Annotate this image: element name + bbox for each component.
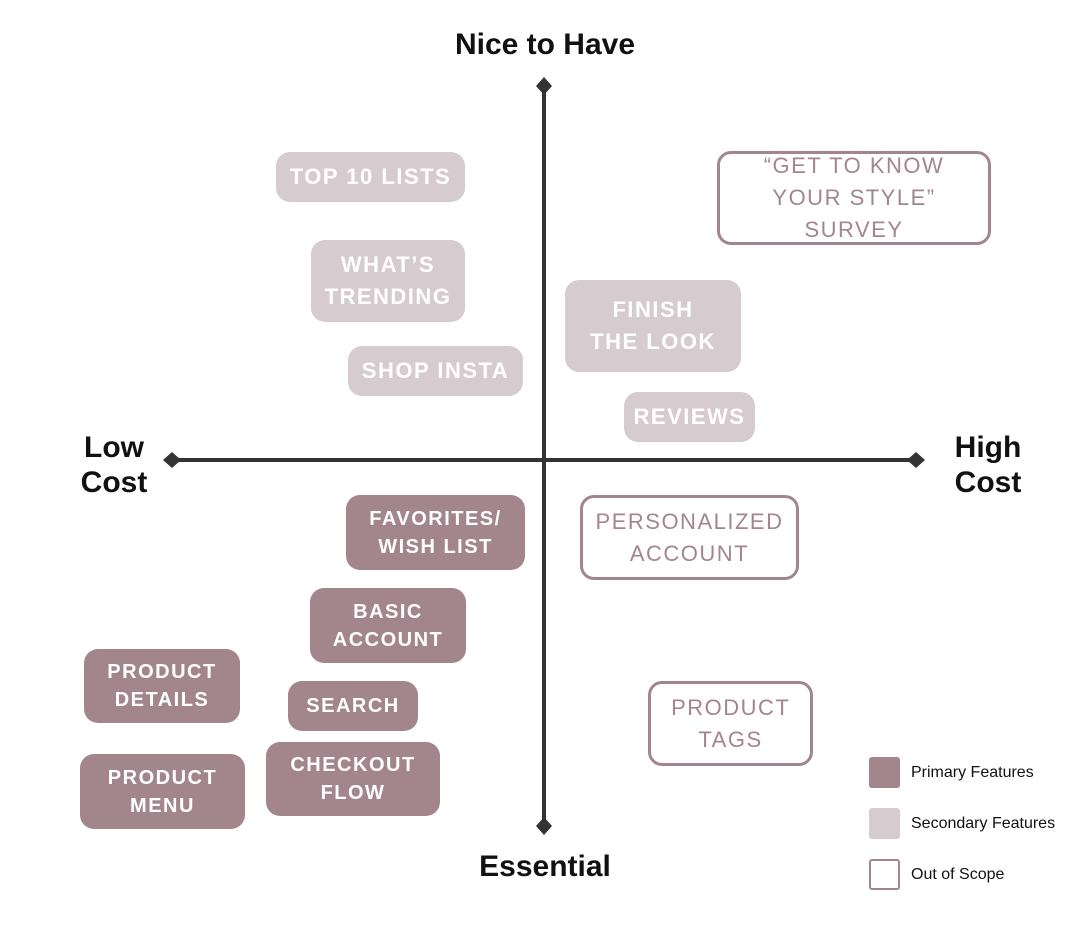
axis-label-nice-to-have: Nice to Have (454, 28, 636, 61)
legend-primary: Primary Features (869, 757, 1034, 788)
feature-finish-the-look: FINISH THE LOOK (565, 280, 741, 372)
feature-label: PRODUCT TAGS (671, 694, 791, 752)
feature-basic-account: BASIC ACCOUNT (310, 588, 466, 663)
feature-label: FAVORITES/ WISH LIST (369, 507, 502, 558)
feature-product-tags: PRODUCT TAGS (648, 681, 813, 766)
feature-product-menu: PRODUCT MENU (80, 754, 245, 829)
axis-end-bottom (536, 817, 552, 835)
feature-reviews: REVIEWS (624, 392, 755, 442)
feature-personalized-account: PERSONALIZED ACCOUNT (580, 495, 799, 580)
feature-product-details: PRODUCT DETAILS (84, 649, 240, 723)
feature-favorites-wish-list: FAVORITES/ WISH LIST (346, 495, 525, 570)
axis-end-top (536, 77, 552, 95)
legend-label-secondary: Secondary Features (911, 814, 1056, 832)
feature-label: WHAT’S TRENDING (324, 252, 452, 309)
feature-label: BASIC ACCOUNT (332, 600, 444, 651)
feature-label: PRODUCT DETAILS (107, 661, 217, 711)
feature-label: FINISH THE LOOK (590, 297, 716, 354)
feature-search: SEARCH (288, 681, 418, 731)
legend-swatch-out-of-scope (869, 859, 900, 890)
feature-shop-insta: SHOP INSTA (348, 346, 523, 396)
axis-label-essential: Essential (479, 850, 611, 883)
feature-label: PRODUCT MENU (107, 766, 218, 817)
legend-label-out-of-scope: Out of Scope (911, 865, 1005, 883)
feature-label: “GET TO KNOW YOUR STYLE” SURVEY (763, 153, 945, 242)
axis-end-right (907, 452, 925, 468)
feature-top-10-lists: TOP 10 LISTS (276, 152, 465, 202)
feature-whats-trending: WHAT’S TRENDING (311, 240, 465, 322)
legend-secondary: Secondary Features (869, 808, 1055, 839)
feature-label: TOP 10 LISTS (289, 164, 452, 189)
feature-label: REVIEWS (633, 404, 746, 429)
legend-out-of-scope: Out of Scope (869, 859, 1004, 890)
feature-label: SHOP INSTA (361, 358, 510, 383)
legend-swatch-secondary (869, 808, 900, 839)
feature-label: SEARCH (306, 695, 400, 717)
feature-label: CHECKOUT FLOW (290, 754, 416, 804)
feature-checkout-flow: CHECKOUT FLOW (266, 742, 440, 816)
legend-label-primary: Primary Features (911, 763, 1034, 781)
feature-style-survey: “GET TO KNOW YOUR STYLE” SURVEY (717, 151, 991, 245)
legend-swatch-primary (869, 757, 900, 788)
axis-end-left (163, 452, 181, 468)
feature-label: PERSONALIZED ACCOUNT (595, 508, 784, 566)
